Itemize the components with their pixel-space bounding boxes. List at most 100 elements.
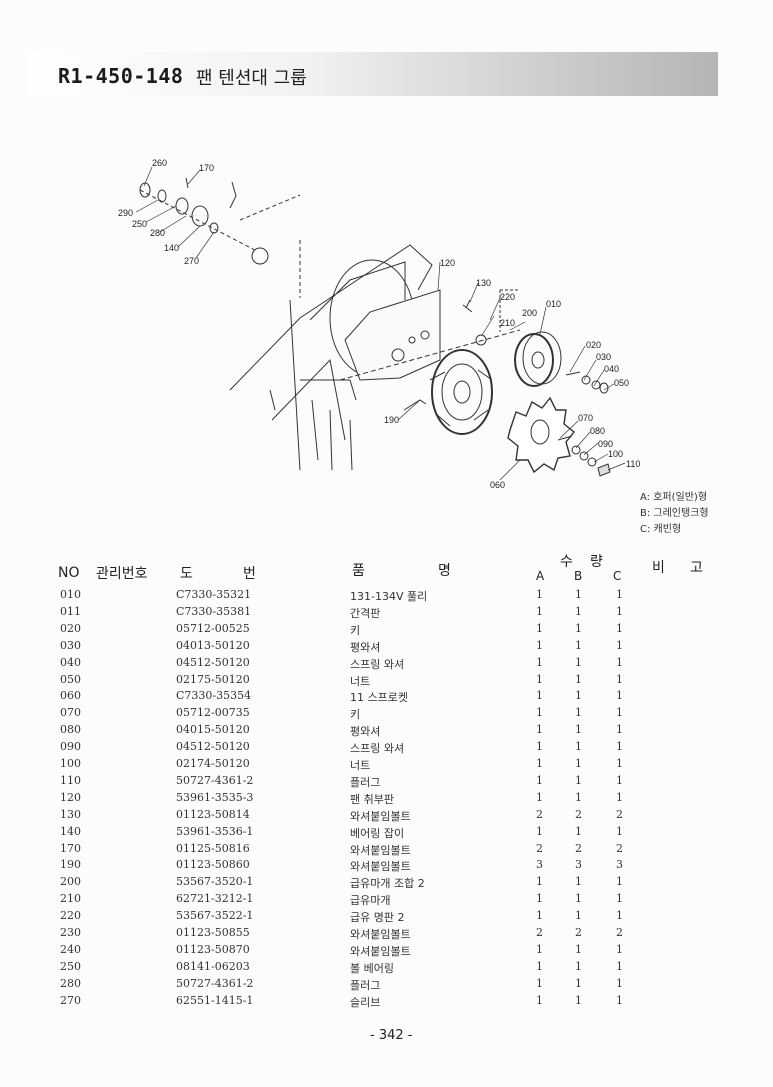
- qty-a: 1: [536, 588, 543, 601]
- qty-b: 1: [575, 604, 582, 618]
- drawing-number: 04512-50120: [176, 655, 250, 669]
- qty-c: 1: [616, 655, 623, 669]
- qty-b: 1: [575, 689, 582, 703]
- part-name: 와셔붙임볼트: [350, 809, 411, 823]
- qty-b: 2: [575, 807, 582, 821]
- part-name: 너트: [350, 674, 371, 688]
- part-name: 볼 베어링: [350, 961, 394, 975]
- qty-a: 1: [536, 790, 543, 804]
- part-name: 스프링 와셔: [350, 742, 405, 756]
- callout-060: 060: [490, 480, 505, 490]
- callout-030: 030: [596, 352, 611, 362]
- part-no: 030: [60, 638, 81, 652]
- header-name-1: 품: [352, 563, 365, 579]
- part-no: 270: [60, 993, 81, 1007]
- legend-c: C: 캐빈형: [640, 524, 682, 535]
- header-qty-b: B: [574, 569, 583, 583]
- qty-c: 1: [616, 588, 623, 601]
- qty-a: 1: [536, 723, 543, 737]
- drawing-number: 05712-00525: [176, 621, 250, 635]
- qty-b: 2: [575, 926, 582, 939]
- drawing-number: 01125-50816: [176, 841, 250, 855]
- part-no: 190: [60, 858, 81, 872]
- drawing-number: 01123-50860: [176, 858, 250, 872]
- callout-270: 270: [184, 256, 199, 266]
- part-name: 키: [350, 708, 361, 722]
- drawing-number: 50727-4361-2: [176, 976, 254, 990]
- qty-b: 1: [575, 621, 582, 635]
- callout-020: 020: [586, 340, 601, 350]
- part-name: 와셔붙임볼트: [350, 928, 411, 941]
- qty-a: 1: [536, 672, 543, 686]
- qty-c: 1: [616, 909, 623, 923]
- qty-b: 1: [575, 655, 582, 669]
- part-no: 060: [60, 689, 81, 703]
- part-no: 130: [60, 807, 81, 821]
- qty-b: 1: [575, 790, 582, 804]
- header-qty-2: 량: [590, 554, 603, 570]
- qty-a: 1: [536, 892, 543, 906]
- qty-b: 1: [575, 757, 582, 770]
- qty-b: 1: [575, 824, 582, 838]
- part-name: 플러그: [350, 978, 381, 992]
- qty-a: 1: [536, 689, 543, 703]
- part-no: 210: [60, 892, 81, 906]
- qty-c: 2: [616, 841, 623, 855]
- qty-b: 1: [575, 942, 582, 956]
- part-name: 베어링 잡이: [350, 826, 405, 840]
- part-no: 040: [60, 655, 81, 669]
- qty-b: 1: [575, 773, 582, 787]
- drawing-number: 62551-1415-1: [176, 993, 254, 1007]
- qty-c: 1: [616, 892, 623, 906]
- exploded-parts-diagram: 260 170 290 250 280 140 270 120 130 220 …: [118, 158, 640, 490]
- callout-250: 250: [132, 219, 147, 229]
- callout-170: 170: [199, 163, 214, 173]
- drawing-number: 01123-50814: [176, 807, 250, 821]
- part-name: 스프링 와셔: [350, 657, 405, 671]
- qty-a: 3: [536, 858, 543, 872]
- qty-a: 1: [536, 604, 543, 618]
- part-no: 230: [60, 926, 81, 939]
- callout-070: 070: [578, 413, 593, 423]
- part-no: 240: [60, 942, 81, 956]
- header-bar: [28, 52, 718, 96]
- qty-c: 1: [616, 740, 623, 754]
- drawing-number: 53567-3522-1: [176, 909, 254, 923]
- part-no: 070: [60, 706, 81, 720]
- qty-c: 1: [616, 959, 623, 973]
- header-qty-c: C: [613, 569, 622, 583]
- callout-200: 200: [522, 308, 537, 318]
- qty-c: 1: [616, 689, 623, 703]
- qty-c: 1: [616, 638, 623, 652]
- callout-090: 090: [598, 439, 613, 449]
- qty-c: 1: [616, 723, 623, 737]
- part-name: 급유마개 조합 2: [350, 877, 425, 891]
- qty-a: 1: [536, 942, 543, 956]
- qty-c: 1: [616, 621, 623, 635]
- part-name: 팬 취부판: [350, 792, 394, 806]
- header-name-2: 명: [438, 563, 451, 579]
- qty-a: 1: [536, 773, 543, 787]
- qty-a: 1: [536, 824, 543, 838]
- qty-c: 1: [616, 604, 623, 618]
- drawing-number: 01123-50855: [176, 926, 250, 939]
- drawing-number: 04015-50120: [176, 723, 250, 737]
- drawing-number: C7330-35381: [176, 604, 252, 618]
- callout-260: 260: [152, 158, 167, 168]
- qty-c: 1: [616, 757, 623, 770]
- qty-c: 2: [616, 926, 623, 939]
- callout-220: 220: [500, 292, 515, 302]
- part-name: 와셔붙임볼트: [350, 860, 411, 874]
- model-legend: A: 호퍼(일반)형 B: 그레인탱크형 C: 캐빈형: [640, 490, 709, 538]
- qty-b: 2: [575, 841, 582, 855]
- part-no: 010: [60, 588, 81, 601]
- qty-b: 1: [575, 993, 582, 1007]
